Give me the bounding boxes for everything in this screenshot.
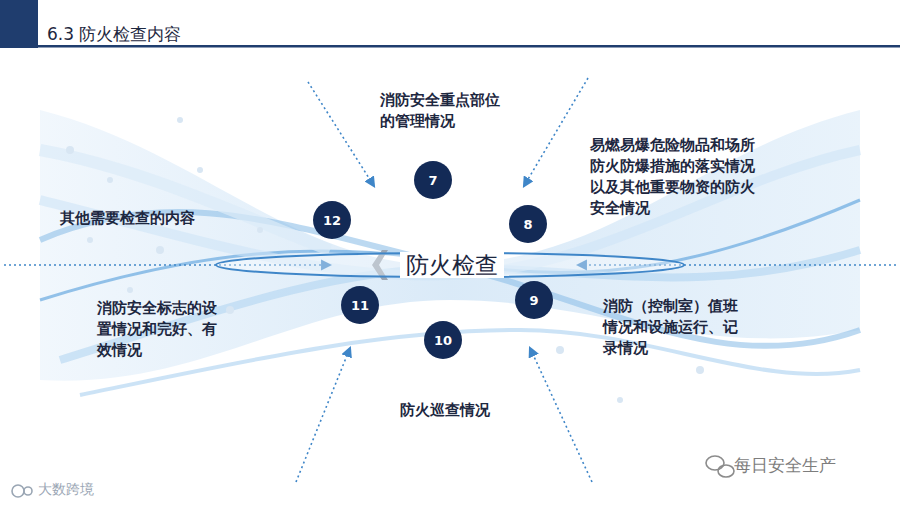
item-description: 防火巡查情况 (380, 400, 510, 421)
center-label: 防火检查 (400, 252, 504, 278)
item-description: 易燃易爆危险物品和场所防火防爆措施的落实情况以及其他重要物资的防火安全情况 (590, 135, 758, 219)
callout-number: 10 (423, 320, 463, 360)
item-description: 消防安全标志的设置情况和完好、有效情况 (97, 298, 225, 361)
center-ellipse: 防火检查 (214, 251, 686, 279)
item-description: 消防（控制室）值班情况和设施运行、记录情况 (603, 296, 749, 359)
numbered-circle: 12其他需要检查的内容 (312, 200, 352, 240)
page-title: 6.3 防火检查内容 (47, 23, 181, 46)
dotted-arrows (4, 78, 896, 482)
callout-number: 12 (312, 200, 352, 240)
callout-number: 7 (413, 160, 453, 200)
item-description: 其他需要检查的内容 (60, 208, 230, 229)
item-description: 消防安全重点部位的管理情况 (380, 90, 504, 132)
callout-number: 8 (508, 204, 548, 244)
header-block (0, 0, 38, 48)
numbered-circle: 10防火巡查情况 (423, 320, 463, 360)
logo-mark (12, 485, 32, 497)
watermark: 每日安全生产 (734, 454, 836, 477)
numbered-circle: 7消防安全重点部位的管理情况 (413, 160, 453, 200)
callout-number: 9 (514, 280, 554, 320)
numbered-circle: 11消防安全标志的设置情况和完好、有效情况 (340, 285, 380, 325)
watermark: 大数跨境 (38, 481, 94, 499)
wechat-icon (706, 456, 734, 477)
numbered-circle: 8易燃易爆危险物品和场所防火防爆措施的落实情况以及其他重要物资的防火安全情况 (508, 204, 548, 244)
callout-number: 11 (340, 285, 380, 325)
wave-swirls (40, 110, 860, 395)
numbered-circle: 9消防（控制室）值班情况和设施运行、记录情况 (514, 280, 554, 320)
header-rule (38, 45, 900, 48)
